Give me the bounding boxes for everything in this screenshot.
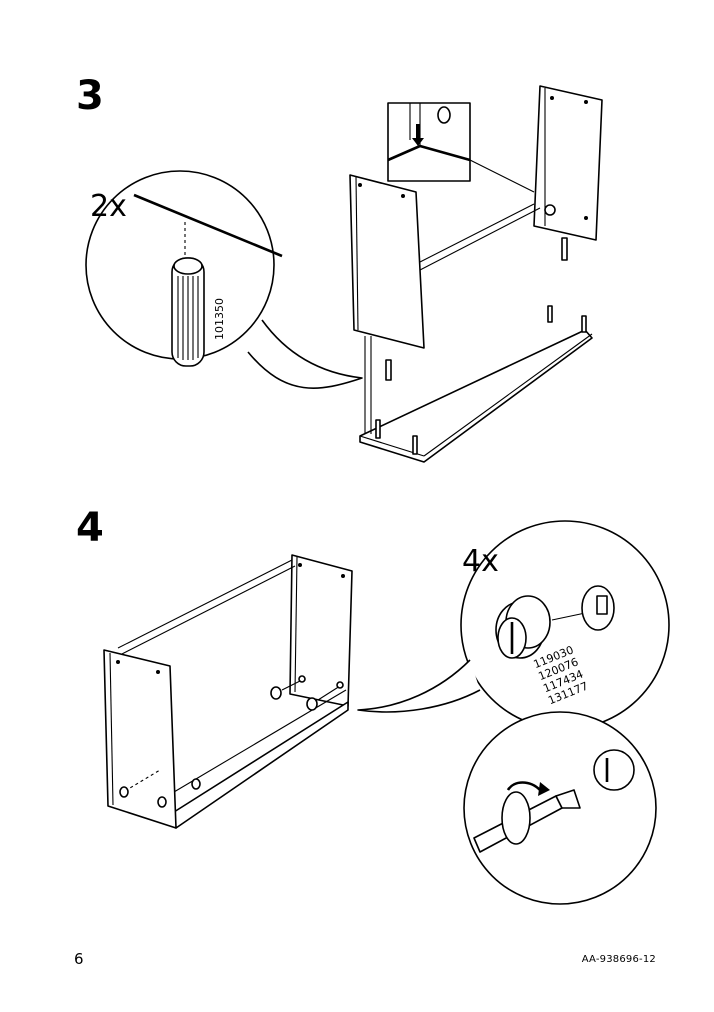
cam-lock-icon: [495, 585, 615, 659]
page-number: 6: [74, 950, 84, 968]
screwdriver-icon: [473, 789, 581, 853]
cabinet-frame-step3: [359, 203, 593, 463]
quantity-label: 2x: [90, 189, 127, 224]
step-number: 4: [76, 505, 104, 551]
front-side-panel: [349, 174, 425, 381]
wooden-dowel-icon: [171, 257, 205, 367]
step-4-illustration: [103, 520, 670, 905]
quantity-label: 4x: [462, 544, 499, 579]
dowel-callout: [85, 170, 363, 389]
step-3-illustration: [85, 85, 603, 463]
back-side-panel: [533, 85, 603, 261]
cabinet-frame-step4: [103, 554, 353, 829]
part-number: 101350: [213, 298, 226, 340]
document-id: AA-938696-12: [581, 954, 656, 965]
step-number: 3: [76, 73, 104, 119]
cam-lock-callout: [357, 520, 670, 730]
detail-inset: [387, 102, 535, 193]
cam-slot-icon: [593, 749, 635, 791]
rotate-arrow-icon: [506, 781, 550, 796]
